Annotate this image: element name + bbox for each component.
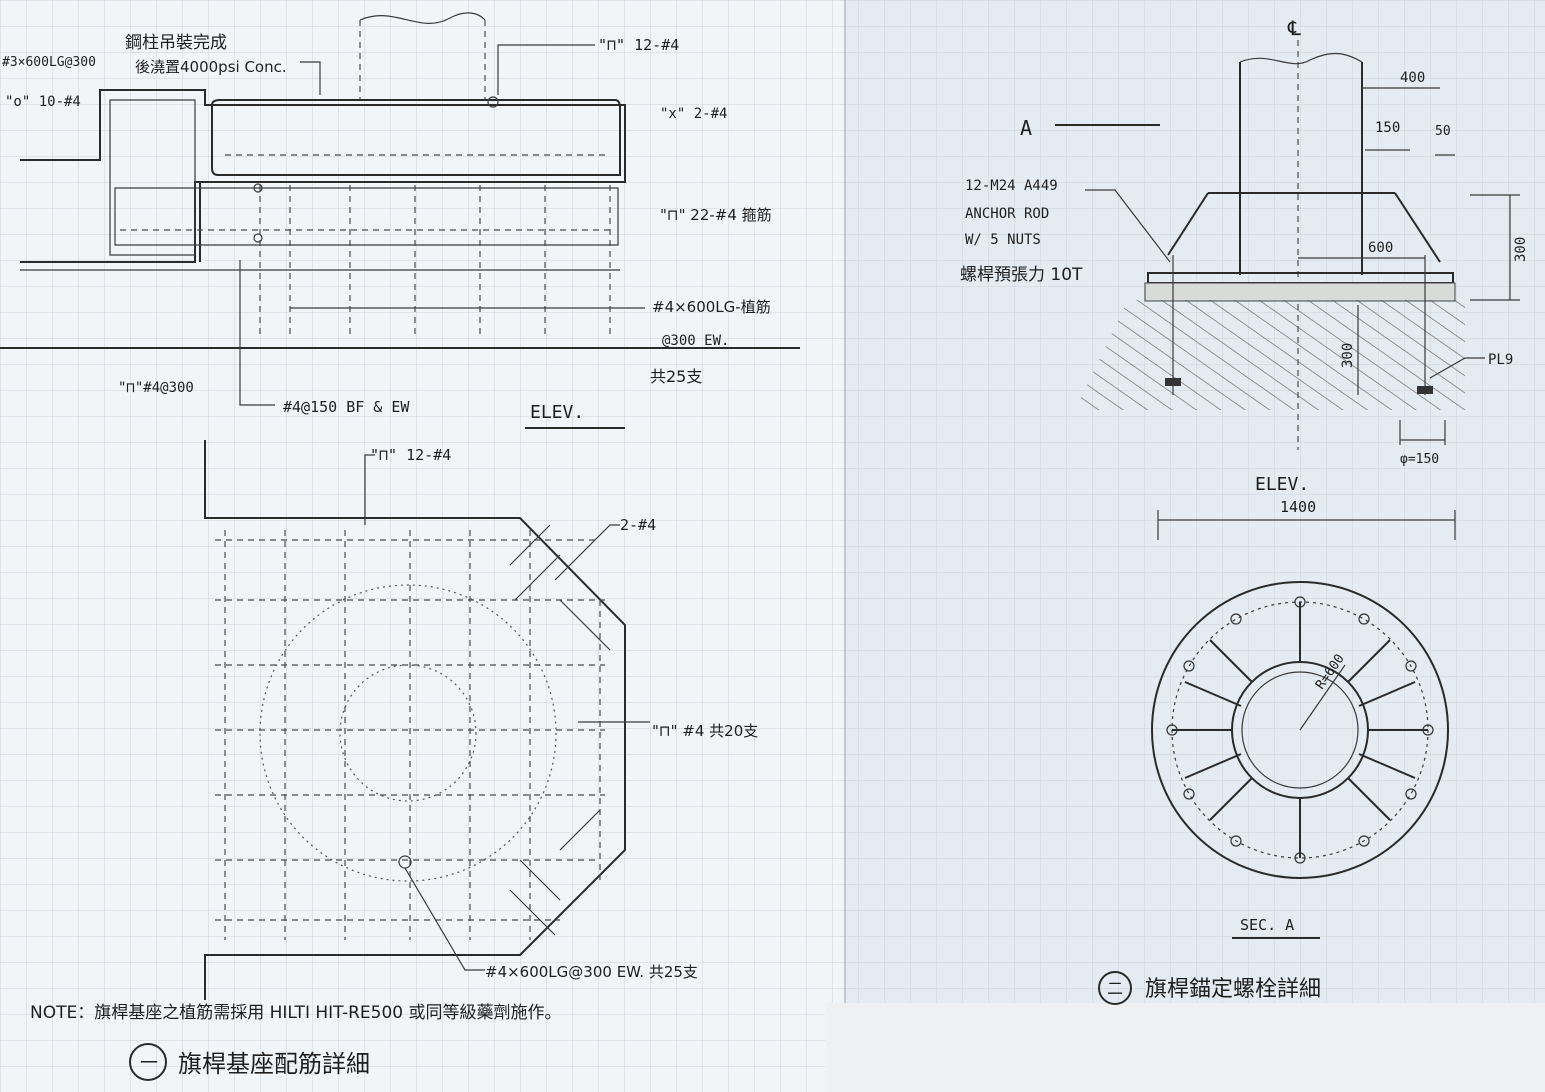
- dim-phi: φ=150: [1400, 452, 1439, 467]
- pipe-break: [1239, 52, 1363, 65]
- rebar-bottom-loop: [114, 187, 619, 246]
- label-dowel-1: #4×600LG-植筋: [652, 298, 771, 316]
- plan-leader-2-4: [554, 524, 620, 581]
- plate-thk: PL9: [1488, 352, 1513, 368]
- label-bar-x-2: "x" 2-#4: [660, 106, 727, 122]
- concrete-hatch: [1075, 300, 1465, 410]
- pipe-column: [1239, 62, 1363, 275]
- radius-leader: [1299, 664, 1346, 731]
- anchor-bolt-markers: [1166, 596, 1434, 864]
- base-plate-circle: [1151, 581, 1449, 879]
- nut-right: [1417, 386, 1433, 394]
- right-elev-title: ELEV.: [1255, 474, 1309, 495]
- detail-2-title: 旗桿錨定螺栓詳細: [1145, 977, 1321, 1002]
- plan-corner-bars-bottom: [509, 809, 601, 936]
- leader-top: [497, 44, 595, 95]
- dim-600: 600: [1368, 240, 1393, 256]
- plan-label-u20: "⊓" #4 共20支: [652, 722, 758, 740]
- detail-2-number: 二: [1107, 979, 1123, 998]
- leader-anchor: [1085, 189, 1171, 263]
- plan-label-dowel: #4×600LG@300 EW. 共25支: [485, 963, 698, 981]
- plan-label-2-4: 2-#4: [620, 516, 656, 534]
- pipe-inner-circle: [1241, 671, 1359, 789]
- label-u-300: "⊓"#4@300: [118, 380, 194, 396]
- left-paper-grid: [0, 0, 845, 1092]
- dim-50: 50: [1435, 124, 1451, 139]
- anchor-label-3: W/ 5 NUTS: [965, 232, 1041, 248]
- label-bar-stirrup-22: "⊓" 22-#4 箍筋: [660, 206, 772, 224]
- label-concrete: 後澆置4000psi Conc.: [135, 58, 287, 76]
- label-bf-ew: #4@150 BF & EW: [283, 398, 410, 416]
- label-elev-title: ELEV.: [530, 402, 584, 423]
- rebar-top-loop: [211, 99, 621, 176]
- dim-300-right-line: [1470, 194, 1520, 301]
- label-bar-o-10: "o" 10-#4: [5, 94, 81, 110]
- dim-150: 150: [1375, 120, 1400, 136]
- dim-phi-line: [1399, 420, 1446, 445]
- label-steel-column: 鋼柱吊裝完成: [125, 33, 227, 53]
- section-a-title: SEC. A: [1240, 916, 1294, 934]
- gusset-right: [1394, 192, 1441, 263]
- dim-1400: 1400: [1280, 498, 1316, 516]
- plan-grid-vertical: [224, 530, 601, 940]
- anchor-label-4: 螺桿預張力 10T: [960, 265, 1083, 285]
- plan-leader-top: [364, 454, 375, 525]
- detail-2-bubble: [1098, 971, 1132, 1005]
- rebar-verticals: [259, 185, 611, 335]
- section-mark-a: A: [1020, 116, 1032, 140]
- dim-400: 400: [1400, 70, 1425, 86]
- gusset-ribs: [1172, 602, 1428, 858]
- gusset-left: [1167, 192, 1209, 256]
- rebar-dot-2: [253, 183, 263, 193]
- plan-outline: [204, 440, 626, 1000]
- left-plan: "⊓" 12-#4 2-#4 "⊓" #4 共20支 #4×600LG@300 …: [204, 440, 758, 1000]
- left-note: NOTE：旗桿基座之植筋需採用 HILTI HIT-RE500 或同等級藥劑施作…: [30, 1003, 562, 1023]
- plan-inner-circle: [339, 664, 477, 802]
- anchor-label-2: ANCHOR ROD: [965, 206, 1049, 222]
- dim-1400-line: [1157, 510, 1456, 540]
- plan-outer-circle: [259, 584, 557, 882]
- column-break-line: [359, 12, 486, 24]
- anchor-label-1: 12-M24 A449: [965, 178, 1058, 194]
- rebar-dot-3: [253, 233, 263, 243]
- label-bar-3x600: #3×600LG@300: [2, 55, 96, 70]
- leader-u300: [239, 260, 275, 406]
- centerline-symbol: ℄: [1287, 16, 1301, 40]
- rebar-left-cage: [109, 99, 196, 256]
- plan-label-top-12: "⊓" 12-#4: [370, 446, 451, 464]
- nut-left: [1165, 378, 1181, 386]
- plan-corner-bars-top: [509, 524, 611, 651]
- rebar-dot-1: [487, 96, 499, 108]
- right-elevation: ℄ A 400 150 50 12-M24 A449 ANCHOR ROD W/…: [960, 16, 1529, 495]
- right-section-a: 1400 R=600 SEC. A: [1151, 498, 1456, 939]
- grout-bed: [1144, 282, 1456, 302]
- label-dowel-count: 共25支: [650, 367, 702, 386]
- right-paper-grid: [845, 0, 1545, 1003]
- leader-pl9: [1429, 357, 1485, 379]
- bottom-right-blank: [825, 1003, 1545, 1092]
- dim-300-left: 300: [1340, 343, 1356, 368]
- dim-300-right: 300: [1513, 237, 1529, 262]
- detail-1-bubble: [129, 1043, 167, 1081]
- label-bar-top-12: "⊓" 12-#4: [598, 36, 679, 54]
- left-elevation: 鋼柱吊裝完成 後澆置4000psi Conc. #3×600LG@300 "o"…: [0, 12, 800, 429]
- detail-1-title: 旗桿基座配筋詳細: [178, 1050, 370, 1078]
- detail-1-number: 一: [140, 1053, 158, 1074]
- leader-conc: [300, 61, 321, 95]
- label-dowel-2: @300 EW.: [662, 333, 729, 349]
- plan-leader-dowel: [404, 867, 485, 971]
